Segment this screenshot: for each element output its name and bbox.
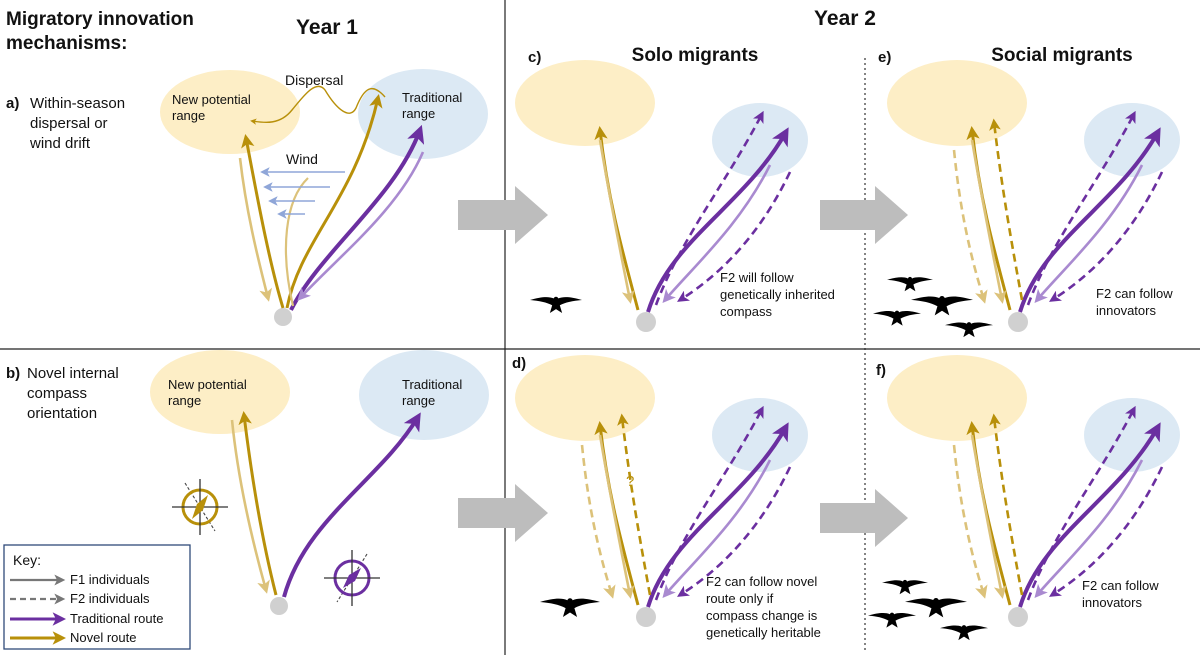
panel-a-new-range-2: range (172, 108, 205, 123)
panel-b-new-range-1: New potential (168, 377, 247, 392)
panel-e-note-1: F2 can follow (1096, 286, 1173, 301)
panel-c-note-3: compass (720, 304, 773, 319)
solo-migrants-heading: Solo migrants (632, 45, 759, 66)
panel-b-trad-range-1: Traditional (402, 377, 462, 392)
panel-f-note-2: innovators (1082, 595, 1142, 610)
bird-icon (911, 295, 973, 316)
panel-b-desc-2: compass (27, 385, 87, 402)
social-migrants-heading: Social migrants (991, 45, 1133, 66)
key-title: Key: (13, 552, 41, 568)
panel-c-note-2: genetically inherited (720, 287, 835, 302)
panel-c-letter: c) (528, 49, 541, 66)
dispersal-label: Dispersal (285, 72, 343, 88)
panel-a-trad-range-1: Traditional (402, 90, 462, 105)
panel-c-note-1: F2 will follow (720, 270, 794, 285)
compass-novel-icon (172, 479, 228, 535)
panel-b-desc-3: orientation (27, 405, 97, 422)
panel-a-desc-1: Within-season (30, 95, 125, 112)
bird-icon (868, 612, 916, 628)
panel-e: e) F2 can follow innovators (878, 49, 1180, 332)
year2-heading: Year 2 (814, 7, 876, 30)
transition-arrow-d-f (820, 489, 908, 547)
bird-icon (945, 322, 993, 338)
question-mark: ? (626, 473, 634, 490)
panel-a: a) Within-season dispersal or wind drift… (6, 69, 488, 326)
compass-traditional-icon (324, 550, 380, 606)
key-f1-label: F1 individuals (70, 572, 150, 587)
title-line1: Migratory innovation (6, 9, 194, 30)
panel-b-trad-range-2: range (402, 393, 435, 408)
panel-b-desc-1: Novel internal (27, 365, 119, 382)
solo-bird-icon (540, 598, 600, 617)
panel-d-note-4: genetically heritable (706, 625, 821, 640)
panel-a-letter: a) (6, 95, 19, 112)
panel-a-desc-3: wind drift (29, 135, 91, 152)
panel-b-new-range-2: range (168, 393, 201, 408)
bird-icon (882, 579, 928, 595)
bird-icon (905, 597, 967, 618)
panel-a-new-range-1: New potential (172, 92, 251, 107)
bird-icon (887, 276, 933, 292)
panel-a-trad-range-2: range (402, 106, 435, 121)
transition-arrow-b-d (458, 484, 548, 542)
bird-icon (940, 625, 988, 641)
transition-arrow-a-c (458, 186, 548, 244)
panel-d-note-3: compass change is (706, 608, 818, 623)
panel-a-desc-2: dispersal or (30, 115, 108, 132)
panel-f: f) F2 can follow innovators (876, 355, 1180, 627)
key-legend: Key: F1 individuals F2 individuals Tradi… (3, 544, 191, 650)
social-birds-top (873, 276, 993, 338)
panel-d-letter: d) (512, 355, 526, 372)
panel-d-note-2: route only if (706, 591, 774, 606)
title-line2: mechanisms: (6, 33, 127, 54)
bird-icon (873, 310, 921, 326)
year1-heading: Year 1 (296, 16, 358, 39)
key-novel-label: Novel route (70, 630, 136, 645)
transition-arrow-c-e (820, 186, 908, 244)
panel-f-note-1: F2 can follow (1082, 578, 1159, 593)
panel-e-note-2: innovators (1096, 303, 1156, 318)
solo-bird-icon (530, 296, 582, 313)
panel-b-letter: b) (6, 365, 20, 382)
panel-f-letter: f) (876, 362, 886, 379)
panel-d-note-1: F2 can follow novel (706, 574, 817, 589)
panel-b: b) Novel internal compass orientation Ne… (6, 350, 489, 615)
panel-c: c) F2 will follow genetically inherited … (515, 49, 835, 332)
key-traditional-label: Traditional route (70, 611, 163, 626)
panel-e-letter: e) (878, 49, 891, 66)
key-f2-label: F2 individuals (70, 591, 150, 606)
social-birds-bottom (868, 579, 988, 641)
wind-label: Wind (286, 151, 318, 167)
panel-d: d) ? F2 can follow novel route only if c… (512, 355, 821, 640)
